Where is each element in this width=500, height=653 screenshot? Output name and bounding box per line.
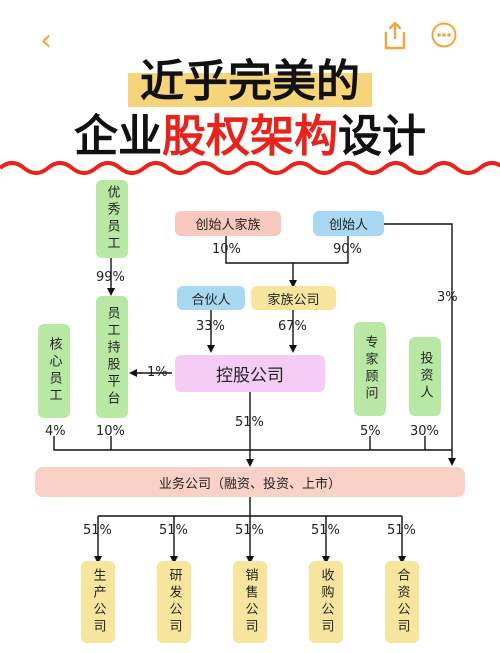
node-partner: 合伙人 [177, 286, 245, 310]
node-investor: 投资人 [409, 337, 441, 416]
node-sub-sales: 销售公司 [233, 561, 267, 643]
node-holding-company: 控股公司 [175, 355, 325, 392]
pct-founder-3: 3% [437, 290, 458, 305]
pct-core-4: 4% [45, 424, 66, 439]
pct-sub-sales: 51% [235, 523, 264, 538]
title-line-2: 企业股权架构设计 [0, 108, 500, 166]
pct-excellent-99: 99% [96, 270, 125, 285]
node-sub-jointventure: 合资公司 [385, 561, 419, 643]
node-excellent-staff: 优秀员工 [96, 180, 128, 258]
pct-sub-production: 51% [83, 523, 112, 538]
node-family-company: 家族公司 [251, 286, 336, 310]
pct-sub-acquisition: 51% [311, 523, 340, 538]
title-line-2-post: 设计 [338, 111, 426, 162]
red-wave-underline [0, 161, 500, 175]
node-esop-platform: 员工持股平台 [96, 296, 128, 418]
node-sub-production: 生产公司 [81, 561, 115, 643]
pct-family-10: 10% [212, 242, 241, 257]
node-business-company: 业务公司（融资、投资、上市） [35, 467, 465, 497]
title-line-2-pre: 企业 [74, 111, 162, 162]
pct-holding-51: 51% [235, 415, 264, 430]
pct-investor-30: 30% [410, 424, 439, 439]
title-line-1-text: 近乎完美的 [128, 52, 372, 112]
node-expert: 专家顾问 [354, 322, 386, 416]
pct-partner-33: 33% [196, 319, 225, 334]
title-line-1: 近乎完美的 [0, 52, 500, 112]
pct-founder-90: 90% [333, 242, 362, 257]
pct-expert-5: 5% [360, 424, 381, 439]
node-core-staff: 核心员工 [38, 324, 70, 418]
pct-esop-1: 1% [147, 365, 168, 380]
node-founder-family: 创始人家族 [175, 211, 281, 236]
node-sub-acquisition: 收购公司 [309, 561, 343, 643]
title-line-2-red: 股权架构 [162, 111, 338, 162]
pct-family-67: 67% [278, 319, 307, 334]
more-icon[interactable] [431, 22, 457, 48]
share-icon[interactable] [382, 20, 408, 50]
node-sub-rnd: 研发公司 [157, 561, 191, 643]
back-chevron-icon[interactable]: ‹ [40, 23, 52, 58]
pct-sub-jointventure: 51% [387, 523, 416, 538]
pct-esop-10: 10% [96, 424, 125, 439]
node-founder: 创始人 [313, 211, 384, 236]
pct-sub-rnd: 51% [159, 523, 188, 538]
